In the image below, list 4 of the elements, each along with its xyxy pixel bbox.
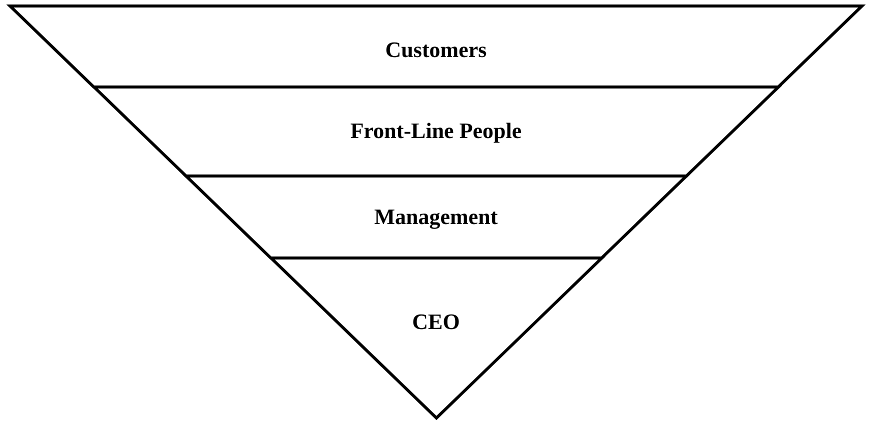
band-label: Customers <box>385 37 487 63</box>
band-label: CEO <box>412 309 460 335</box>
band-label: Management <box>374 204 498 230</box>
band-label: Front-Line People <box>350 118 522 144</box>
